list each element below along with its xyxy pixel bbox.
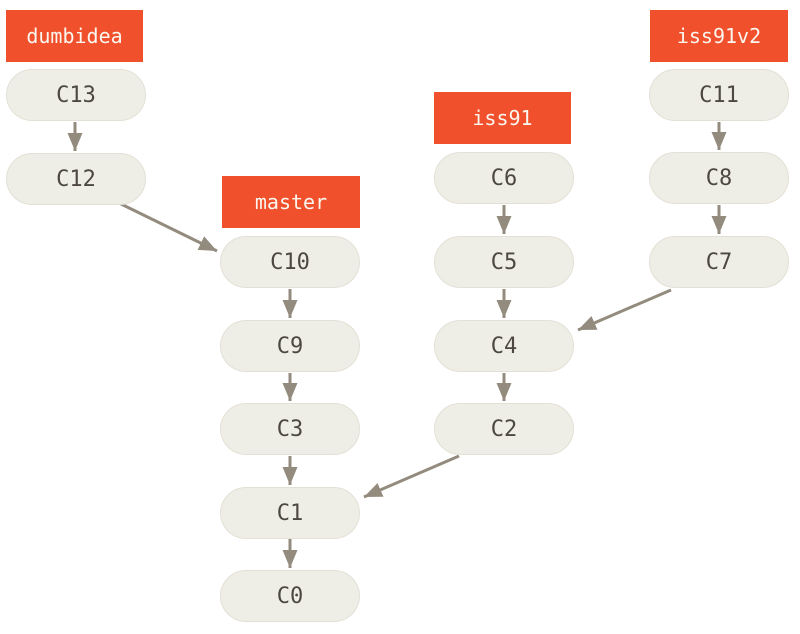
commit-node-c0: C0 <box>220 570 360 622</box>
commit-node-c9: C9 <box>220 320 360 372</box>
commit-node-c5: C5 <box>434 236 574 288</box>
branch-label-master: master <box>222 176 360 228</box>
branch-label-dumbidea: dumbidea <box>6 10 143 62</box>
commit-node-c1: C1 <box>220 487 360 539</box>
commit-node-c7: C7 <box>649 236 789 288</box>
commit-node-c6: C6 <box>434 152 574 204</box>
commit-node-c11: C11 <box>649 69 789 121</box>
commit-node-c12: C12 <box>6 153 146 205</box>
commit-node-c4: C4 <box>434 320 574 372</box>
edge-c7-c4 <box>577 288 672 332</box>
commit-node-c10: C10 <box>220 236 360 288</box>
branch-label-iss91: iss91 <box>434 92 571 144</box>
edge-c12-c10 <box>118 201 218 253</box>
branch-label-iss91v2: iss91v2 <box>650 10 788 62</box>
commit-node-c3: C3 <box>220 403 360 455</box>
commit-node-c2: C2 <box>434 403 574 455</box>
commit-node-c13: C13 <box>6 69 146 121</box>
edge-c2-c1 <box>363 454 460 499</box>
commit-node-c8: C8 <box>649 152 789 204</box>
